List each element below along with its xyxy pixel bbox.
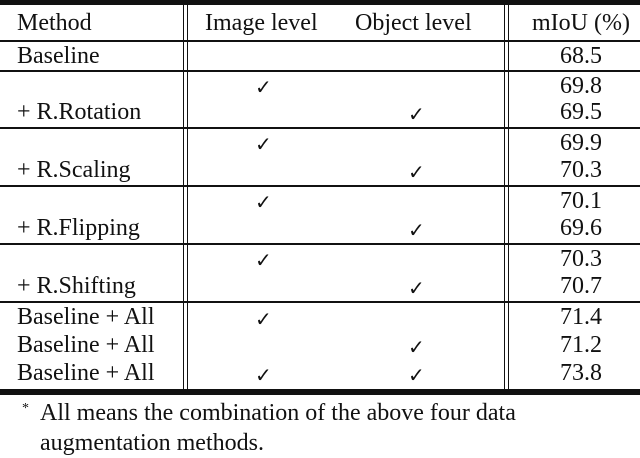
row-method: Baseline + All bbox=[17, 332, 155, 358]
group-rule-2 bbox=[0, 127, 640, 129]
col-divider-left-b bbox=[187, 5, 188, 389]
row-miou: 70.3 bbox=[560, 246, 602, 272]
check-icon: ✓ bbox=[408, 102, 425, 126]
row-miou: 68.5 bbox=[560, 43, 602, 69]
row-miou: 69.5 bbox=[560, 99, 602, 125]
check-icon: ✓ bbox=[408, 218, 425, 242]
row-miou: 69.6 bbox=[560, 215, 602, 241]
header-rule bbox=[0, 40, 640, 42]
check-icon: ✓ bbox=[408, 363, 425, 387]
col-divider-right-b bbox=[508, 5, 509, 389]
footnote-text: All means the combination of the above f… bbox=[40, 400, 516, 456]
row-miou: 73.8 bbox=[560, 360, 602, 386]
header-image-level: Image level bbox=[205, 10, 318, 36]
row-miou: 70.3 bbox=[560, 157, 602, 183]
row-method: + R.Flipping bbox=[17, 215, 140, 241]
check-icon: ✓ bbox=[408, 160, 425, 184]
row-miou: 69.9 bbox=[560, 130, 602, 156]
row-miou: 71.2 bbox=[560, 332, 602, 358]
check-icon: ✓ bbox=[408, 335, 425, 359]
row-miou: 70.1 bbox=[560, 188, 602, 214]
row-method: + R.Rotation bbox=[17, 99, 142, 125]
check-icon: ✓ bbox=[255, 132, 272, 156]
header-method: Method bbox=[17, 10, 92, 36]
top-rule bbox=[0, 0, 640, 5]
bottom-rule bbox=[0, 389, 640, 395]
check-icon: ✓ bbox=[255, 190, 272, 214]
row-method: Baseline bbox=[17, 43, 100, 69]
check-icon: ✓ bbox=[408, 276, 425, 300]
check-icon: ✓ bbox=[255, 75, 272, 99]
row-method: Baseline + All bbox=[17, 304, 155, 330]
header-miou: mIoU (%) bbox=[532, 10, 630, 36]
group-rule-4 bbox=[0, 243, 640, 245]
col-divider-right-a bbox=[504, 5, 505, 389]
row-miou: 69.8 bbox=[560, 73, 602, 99]
header-object-level: Object level bbox=[355, 10, 472, 36]
row-miou: 71.4 bbox=[560, 304, 602, 330]
check-icon: ✓ bbox=[255, 307, 272, 331]
check-icon: ✓ bbox=[255, 248, 272, 272]
row-method: + R.Shifting bbox=[17, 273, 136, 299]
check-icon: ✓ bbox=[255, 363, 272, 387]
table-footnote: * All means the combination of the above… bbox=[22, 398, 634, 458]
col-divider-left-a bbox=[183, 5, 184, 389]
row-method: Baseline + All bbox=[17, 360, 155, 386]
footnote-marker: * bbox=[22, 401, 29, 416]
group-rule-1 bbox=[0, 70, 640, 72]
group-rule-3 bbox=[0, 185, 640, 187]
row-method: + R.Scaling bbox=[17, 157, 131, 183]
group-rule-5 bbox=[0, 301, 640, 303]
row-miou: 70.7 bbox=[560, 273, 602, 299]
